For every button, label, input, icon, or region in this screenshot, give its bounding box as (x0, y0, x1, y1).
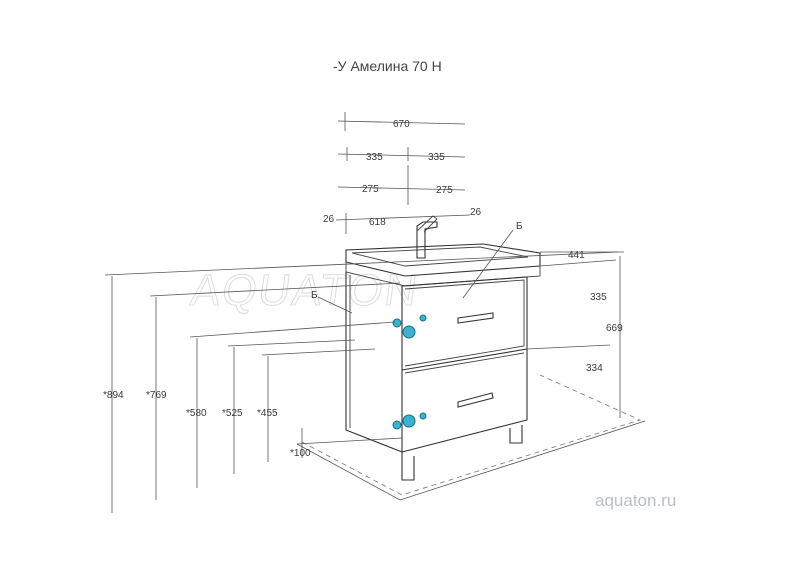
mount-hole-icon (402, 414, 416, 428)
dim-side-right: 26 (470, 207, 482, 218)
dim-depth: 441 (568, 250, 585, 261)
right-dimensions: 441 335 669 334 (526, 250, 624, 418)
mount-hole-icon (419, 314, 427, 322)
dim-h-b: *525 (222, 408, 243, 419)
dim-h-a: *580 (186, 408, 207, 419)
dim-q-right: 275 (436, 185, 453, 196)
drawing-title: -У Амелина 70 Н (333, 58, 442, 74)
left-dimensions: *894 *769 *580 *525 *455 *100 (103, 251, 619, 513)
ghost-brand: AQUATON (188, 266, 422, 315)
top-dimensions: 670 335 335 275 275 26 618 26 (323, 112, 482, 234)
marker-b-left: Б (311, 290, 318, 301)
mount-hole-icon (392, 420, 402, 430)
mount-hole-icon (419, 412, 427, 420)
marker-b-right: Б (516, 221, 523, 232)
mount-hole-icon (402, 325, 416, 339)
dim-lower-drawer: 334 (586, 363, 603, 374)
markers: Б Б (311, 221, 523, 314)
dim-top-width: 670 (393, 119, 410, 130)
dim-h-total: *894 (103, 390, 124, 401)
dim-half-left: 335 (366, 152, 383, 163)
dim-upper-drawer: 335 (590, 292, 607, 303)
dim-half-right: 335 (428, 152, 445, 163)
mount-hole-icon (392, 318, 402, 328)
vanity-cabinet (345, 215, 541, 481)
dim-inner-width: 618 (369, 217, 386, 228)
dim-h-top: *769 (146, 390, 167, 401)
floor-projection (296, 374, 646, 501)
dim-total-height: 669 (606, 323, 623, 334)
dim-q-left: 275 (362, 184, 379, 195)
site-watermark: aquaton.ru (595, 491, 676, 510)
dim-side-left: 26 (323, 214, 335, 225)
dim-h-leg: *100 (290, 448, 311, 459)
dim-h-c: *455 (257, 408, 278, 419)
